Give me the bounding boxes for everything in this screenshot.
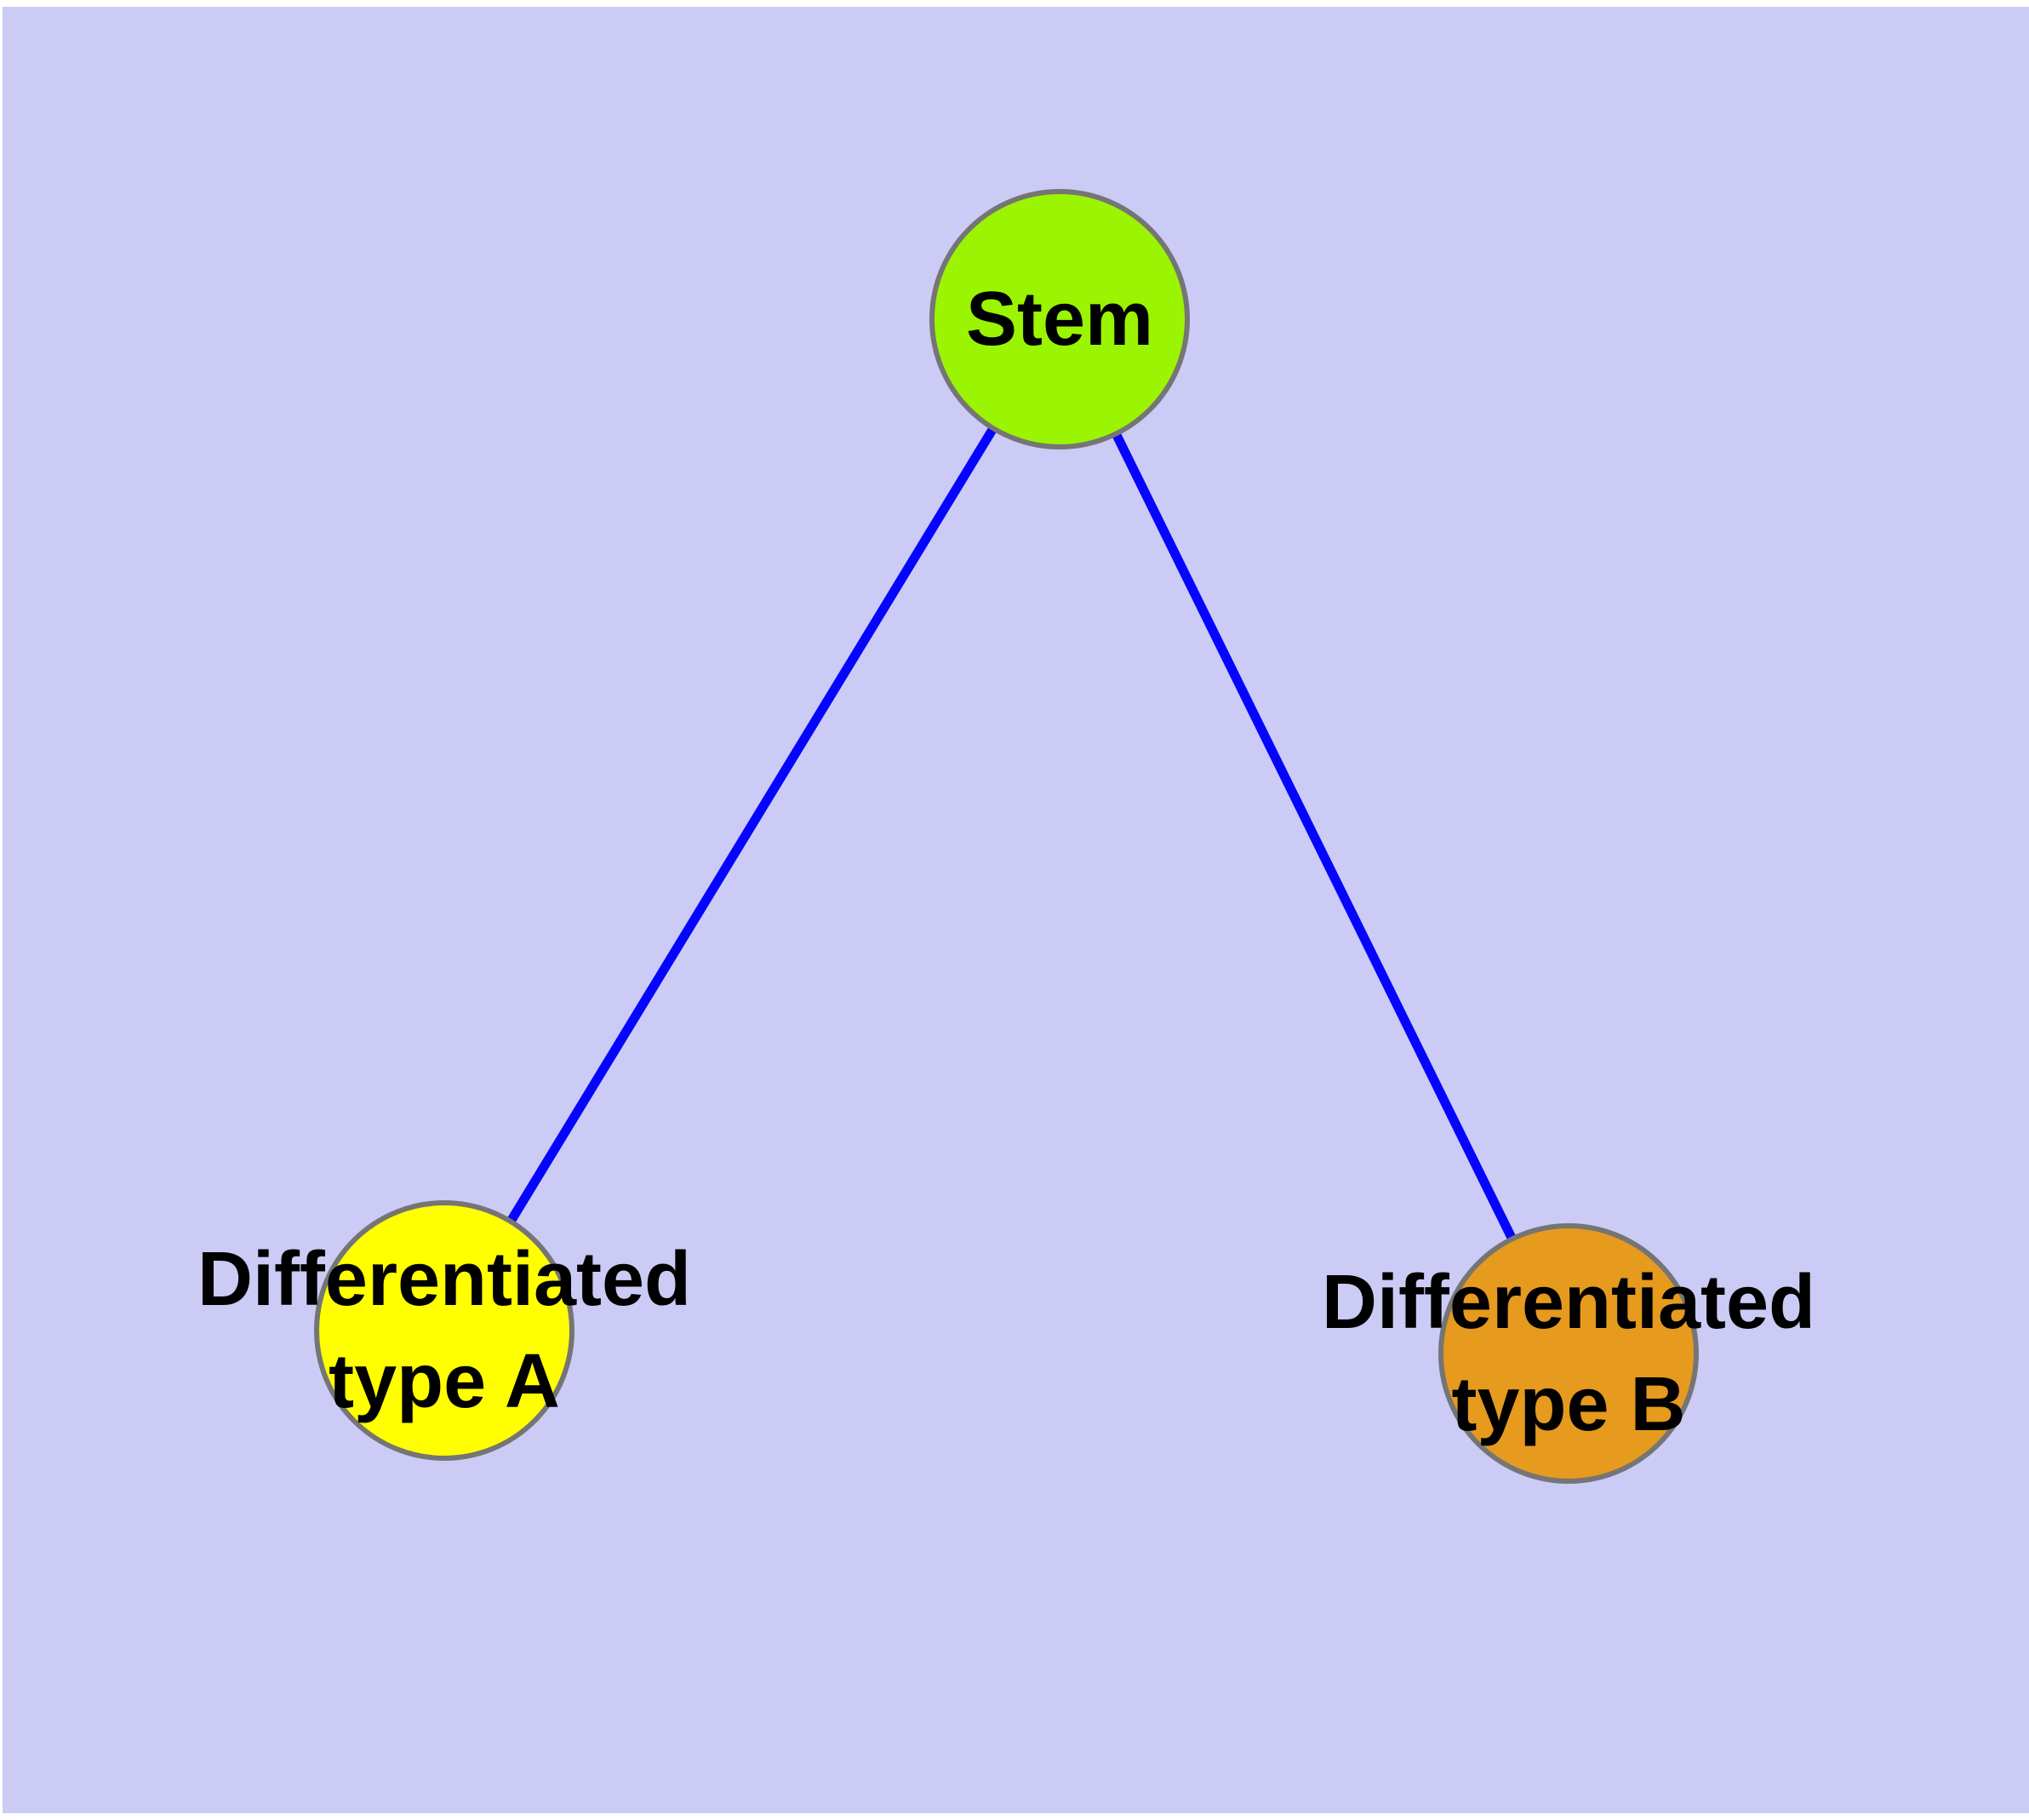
node-type-b-label-line2: type B — [1451, 1362, 1685, 1447]
node-differentiated-type-b[interactable] — [1438, 1223, 1699, 1484]
node-type-a-label-line2: type A — [329, 1339, 560, 1424]
edge-stem-to-type-a — [440, 317, 1064, 1333]
node-type-a-label-line1: Differentiated — [197, 1237, 691, 1322]
edge-stem-to-type-b — [1055, 317, 1573, 1356]
node-type-b-label-line1: Differentiated — [1322, 1260, 1815, 1345]
node-stem-label: Stem — [966, 277, 1153, 362]
node-differentiated-type-a[interactable] — [314, 1200, 574, 1461]
node-stem[interactable] — [929, 189, 1190, 449]
